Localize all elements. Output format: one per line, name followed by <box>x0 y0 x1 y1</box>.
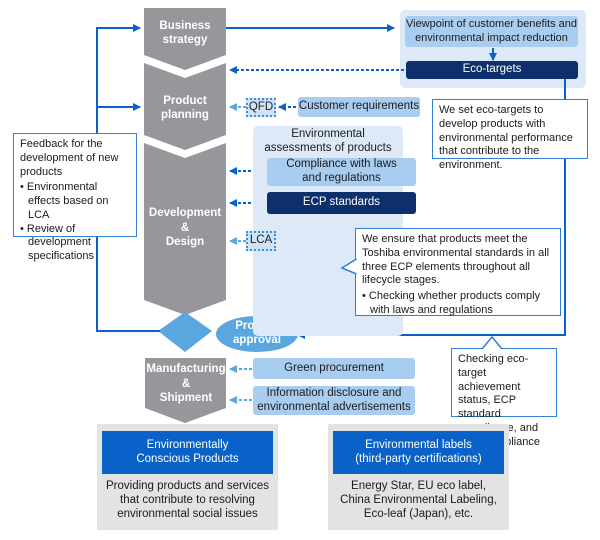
decision-diamond <box>158 312 212 352</box>
stage-product-planning: Product planning <box>144 88 226 128</box>
outcome-body-line: Eco-leaf (Japan), etc. <box>363 507 474 520</box>
stage-label-line: Product <box>163 94 207 107</box>
outcome-body-line: China Environmental Labeling, <box>340 494 497 507</box>
feedback-note-bullet: • Review of development specifications <box>20 222 95 263</box>
outcome-environmental-labels-body: Energy Star, EU eco label,China Environm… <box>328 478 509 524</box>
approval-label-line: approval <box>233 334 281 346</box>
ecp-standards-box: ECP standards <box>267 192 416 214</box>
viewpoint-line: environmental impact reduction <box>415 31 568 44</box>
compliance-line: and regulations <box>302 172 381 184</box>
viewpoint-line: Viewpoint of customer benefits and <box>405 18 577 31</box>
stage-manufacturing-shipment: Manufacturing& Shipment <box>140 360 232 408</box>
feedback-note-title: Feedback for the development of new prod… <box>20 138 119 178</box>
assessments-title-line: assessments of products <box>264 142 392 154</box>
outcome-head-line: Environmentally <box>146 438 229 451</box>
outcome-body-line: Energy Star, EU eco label, <box>351 480 486 493</box>
stage-label-line: planning <box>161 109 209 121</box>
stage-business-strategy: Business strategy <box>144 14 226 52</box>
disclosure-line: environmental advertisements <box>257 400 411 413</box>
disclosure-line: Information disclosure and <box>266 386 402 399</box>
qfd-box: QFD <box>246 98 276 117</box>
stage-shape-business-strategy <box>144 8 226 70</box>
outcome-environmental-labels: Environmental labels(third-party certifi… <box>328 424 509 530</box>
stage-shape-product-planning <box>144 63 226 150</box>
stage-shape-development-design <box>144 143 226 315</box>
stage-label-line: Manufacturing <box>146 363 226 376</box>
ecp-note: We ensure that products meet the Toshiba… <box>355 228 561 316</box>
outcome-body-line: environmental social issues <box>117 507 258 520</box>
feedback-note: Feedback for the development of new prod… <box>13 133 137 262</box>
ecp-note-bullet: • Checking whether products comply with … <box>362 290 541 316</box>
outcome-environmental-labels-header: Environmental labels(third-party certifi… <box>333 431 504 474</box>
outcome-head-line: Environmental labels <box>365 438 472 451</box>
stage-shape-manufacturing-shipment <box>145 358 226 423</box>
green-procurement-box: Green procurement <box>253 358 415 379</box>
outcome-head-line: (third-party certifications) <box>355 452 482 465</box>
stage-label-line: Design <box>165 236 205 249</box>
stage-label-line: Shipment <box>159 392 213 405</box>
stage-label-line: Business <box>159 19 211 32</box>
checking-note: Checking eco-target achievement status, … <box>451 348 557 448</box>
outcome-body-line: Providing products and services <box>106 480 269 493</box>
ecp-note-pointer <box>340 258 357 275</box>
assessments-title-line: Environmental <box>291 128 365 141</box>
feedback-note-bullet: • Environmental effects based on LCA <box>20 181 109 221</box>
stage-label-line: & <box>181 377 191 390</box>
stage-label-line: Development <box>148 207 222 220</box>
compliance-line: Compliance with laws <box>286 158 397 171</box>
eco-targets-note: We set eco-targets to develop products w… <box>432 99 588 171</box>
checking-note-pointer <box>481 336 503 350</box>
ecp-note-text: We ensure that products meet the Toshiba… <box>362 233 550 287</box>
outcome-head-line: Conscious Products <box>136 452 239 465</box>
outcome-body-line: that contribute to resolving <box>120 494 255 507</box>
stage-label-line: & <box>180 221 190 234</box>
eco-targets-box: Eco-targets <box>406 61 578 79</box>
stage-label-line: strategy <box>162 34 208 46</box>
customer-requirements-box: Customer requirements <box>298 97 420 117</box>
stage-development-design: Development& Design <box>140 200 230 256</box>
lca-box: LCA <box>246 231 276 251</box>
